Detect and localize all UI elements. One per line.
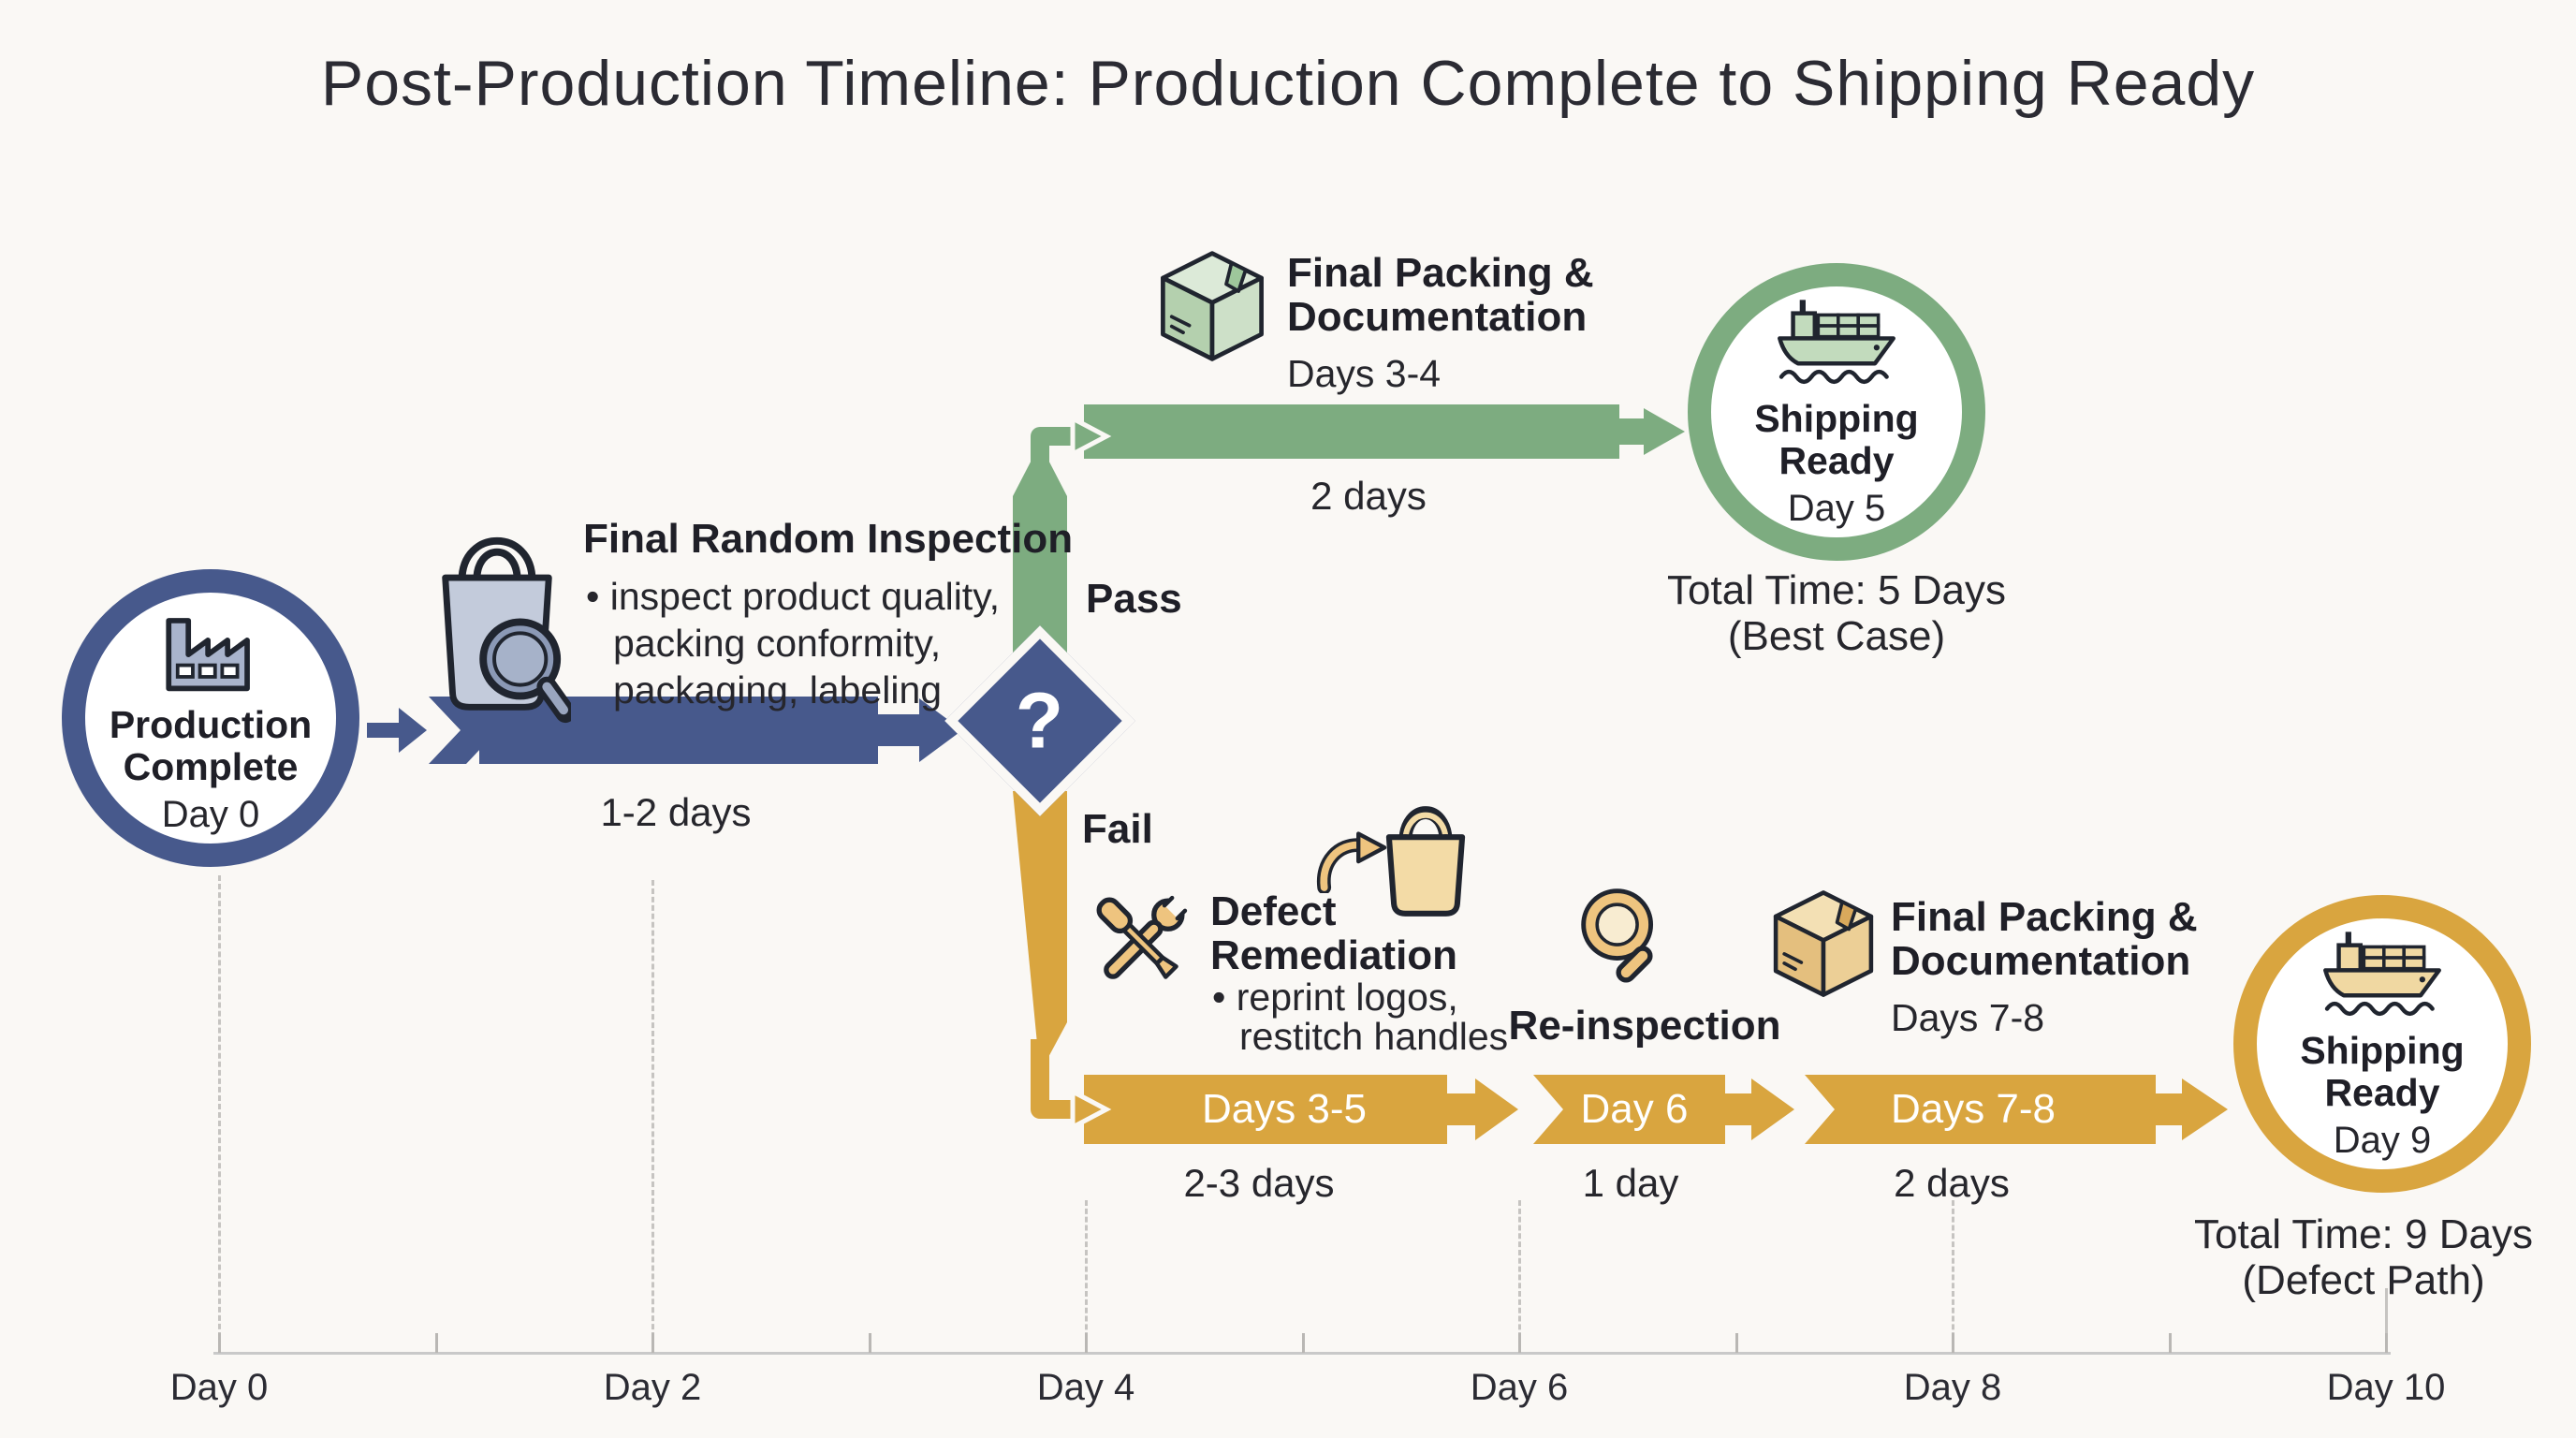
box-icon <box>1161 251 1264 361</box>
inspection-title: Final Random Inspection <box>583 516 1074 562</box>
axis-tick <box>651 1333 654 1353</box>
gridline-day-2 <box>651 880 654 1346</box>
pass-arrow-duration: 2 days <box>1310 474 1427 518</box>
axis-tick <box>1085 1333 1088 1353</box>
segment-duration-reinspection: 1 day <box>1582 1161 1679 1205</box>
node-day: Day 9 <box>2333 1119 2432 1161</box>
axis-label-day-10: Day 10 <box>2326 1367 2446 1408</box>
axis-label-day-0: Day 0 <box>169 1367 269 1408</box>
node-shipping-ready-best: Shipping Ready Day 5 <box>1688 263 1985 561</box>
axis-tick <box>869 1333 871 1353</box>
fail-label: Fail <box>1082 806 1153 852</box>
bullet-line: restitch handles <box>1239 1015 1509 1058</box>
axis-tick <box>2385 1333 2388 1353</box>
inspection-arrow <box>367 697 962 764</box>
magnifier-icon <box>1581 888 1654 983</box>
remediation-bullets: • reprint logos, restitch handles <box>1212 977 1508 1056</box>
node-title: Production Complete <box>109 702 313 788</box>
axis-tick <box>1952 1333 1954 1353</box>
axis-tick <box>1302 1333 1305 1353</box>
segment-label-reinspection: Day 6 <box>1580 1086 1689 1132</box>
axis-label-day-8: Day 8 <box>1903 1367 2002 1408</box>
factory-icon <box>166 617 250 691</box>
segment-label-remediation: Days 3-5 <box>1201 1086 1368 1132</box>
segment-label-packing: Days 7-8 <box>1890 1086 2056 1132</box>
fail-packing-days: Days 7-8 <box>1891 996 2045 1039</box>
fail-packing-title: Final Packing & Documentation <box>1891 894 2198 984</box>
inspection-duration: 1-2 days <box>600 790 752 834</box>
pass-packing-days: Days 3-4 <box>1287 352 1442 395</box>
axis-label-day-4: Day 4 <box>1036 1367 1135 1408</box>
pass-label: Pass <box>1086 576 1182 622</box>
node-shipping-ready-defect: Shipping Ready Day 9 <box>2233 895 2531 1193</box>
node-title: Shipping Ready <box>1754 396 1919 482</box>
box-icon-gold <box>1773 890 1874 997</box>
final-packing-step-arrow <box>1805 1075 2228 1144</box>
segment-duration-remediation: 2-3 days <box>1183 1161 1335 1205</box>
gridline-day-8 <box>1952 1200 1954 1346</box>
axis-tick <box>218 1333 221 1353</box>
axis-tick <box>1518 1333 1521 1353</box>
tote-bag-icon <box>1385 806 1466 917</box>
node-title: Shipping Ready <box>2300 1028 2465 1114</box>
bullet-line: packing conformity, <box>613 622 942 665</box>
node-production-complete: Production Complete Day 0 <box>62 569 359 867</box>
node-day: Day 5 <box>1787 487 1886 529</box>
bullet-line: packaging, labeling <box>613 668 943 712</box>
bullet-line: • reprint logos, <box>1212 976 1458 1019</box>
timeline-axis <box>213 1352 2391 1355</box>
page-title: Post-Production Timeline: Production Com… <box>320 48 2256 119</box>
axis-tick <box>1735 1333 1738 1353</box>
bullet-line: • inspect product quality, <box>586 575 1001 618</box>
remediation-step-arrow <box>1084 1075 1518 1144</box>
tools-icon <box>1096 894 1189 979</box>
inspection-bullets: • inspect product quality, packing confo… <box>586 573 1000 713</box>
pass-packing-title: Final Packing & Documentation <box>1287 250 1594 340</box>
axis-tick <box>2169 1333 2172 1353</box>
gridline-day-10 <box>2385 1288 2388 1352</box>
pass-total-time: Total Time: 5 Days (Best Case) <box>1667 567 2006 659</box>
question-mark: ? <box>1016 676 1064 765</box>
remediation-title: Defect Remediation <box>1210 888 1458 978</box>
reinspection-title: Re-inspection <box>1508 1003 1781 1049</box>
bag-magnifier-icon <box>442 536 571 724</box>
gridline-day-0 <box>218 875 221 1346</box>
segment-duration-packing: 2 days <box>1894 1161 2010 1205</box>
node-day: Day 0 <box>161 793 260 835</box>
ship-icon <box>1778 299 1895 384</box>
gridline-day-4 <box>1085 1200 1088 1346</box>
ship-icon-gold <box>2323 931 2441 1016</box>
axis-tick <box>435 1333 438 1353</box>
pass-branch-arrow <box>1013 404 1685 655</box>
reinspection-step-arrow <box>1533 1075 1794 1144</box>
fail-branch-arrow <box>1013 791 2228 1144</box>
axis-label-day-6: Day 6 <box>1470 1367 1569 1408</box>
axis-label-day-2: Day 2 <box>603 1367 702 1408</box>
gridline-day-6 <box>1518 1200 1521 1346</box>
curved-arrow-icon <box>1316 831 1387 893</box>
fail-total-time: Total Time: 9 Days (Defect Path) <box>2194 1211 2533 1303</box>
